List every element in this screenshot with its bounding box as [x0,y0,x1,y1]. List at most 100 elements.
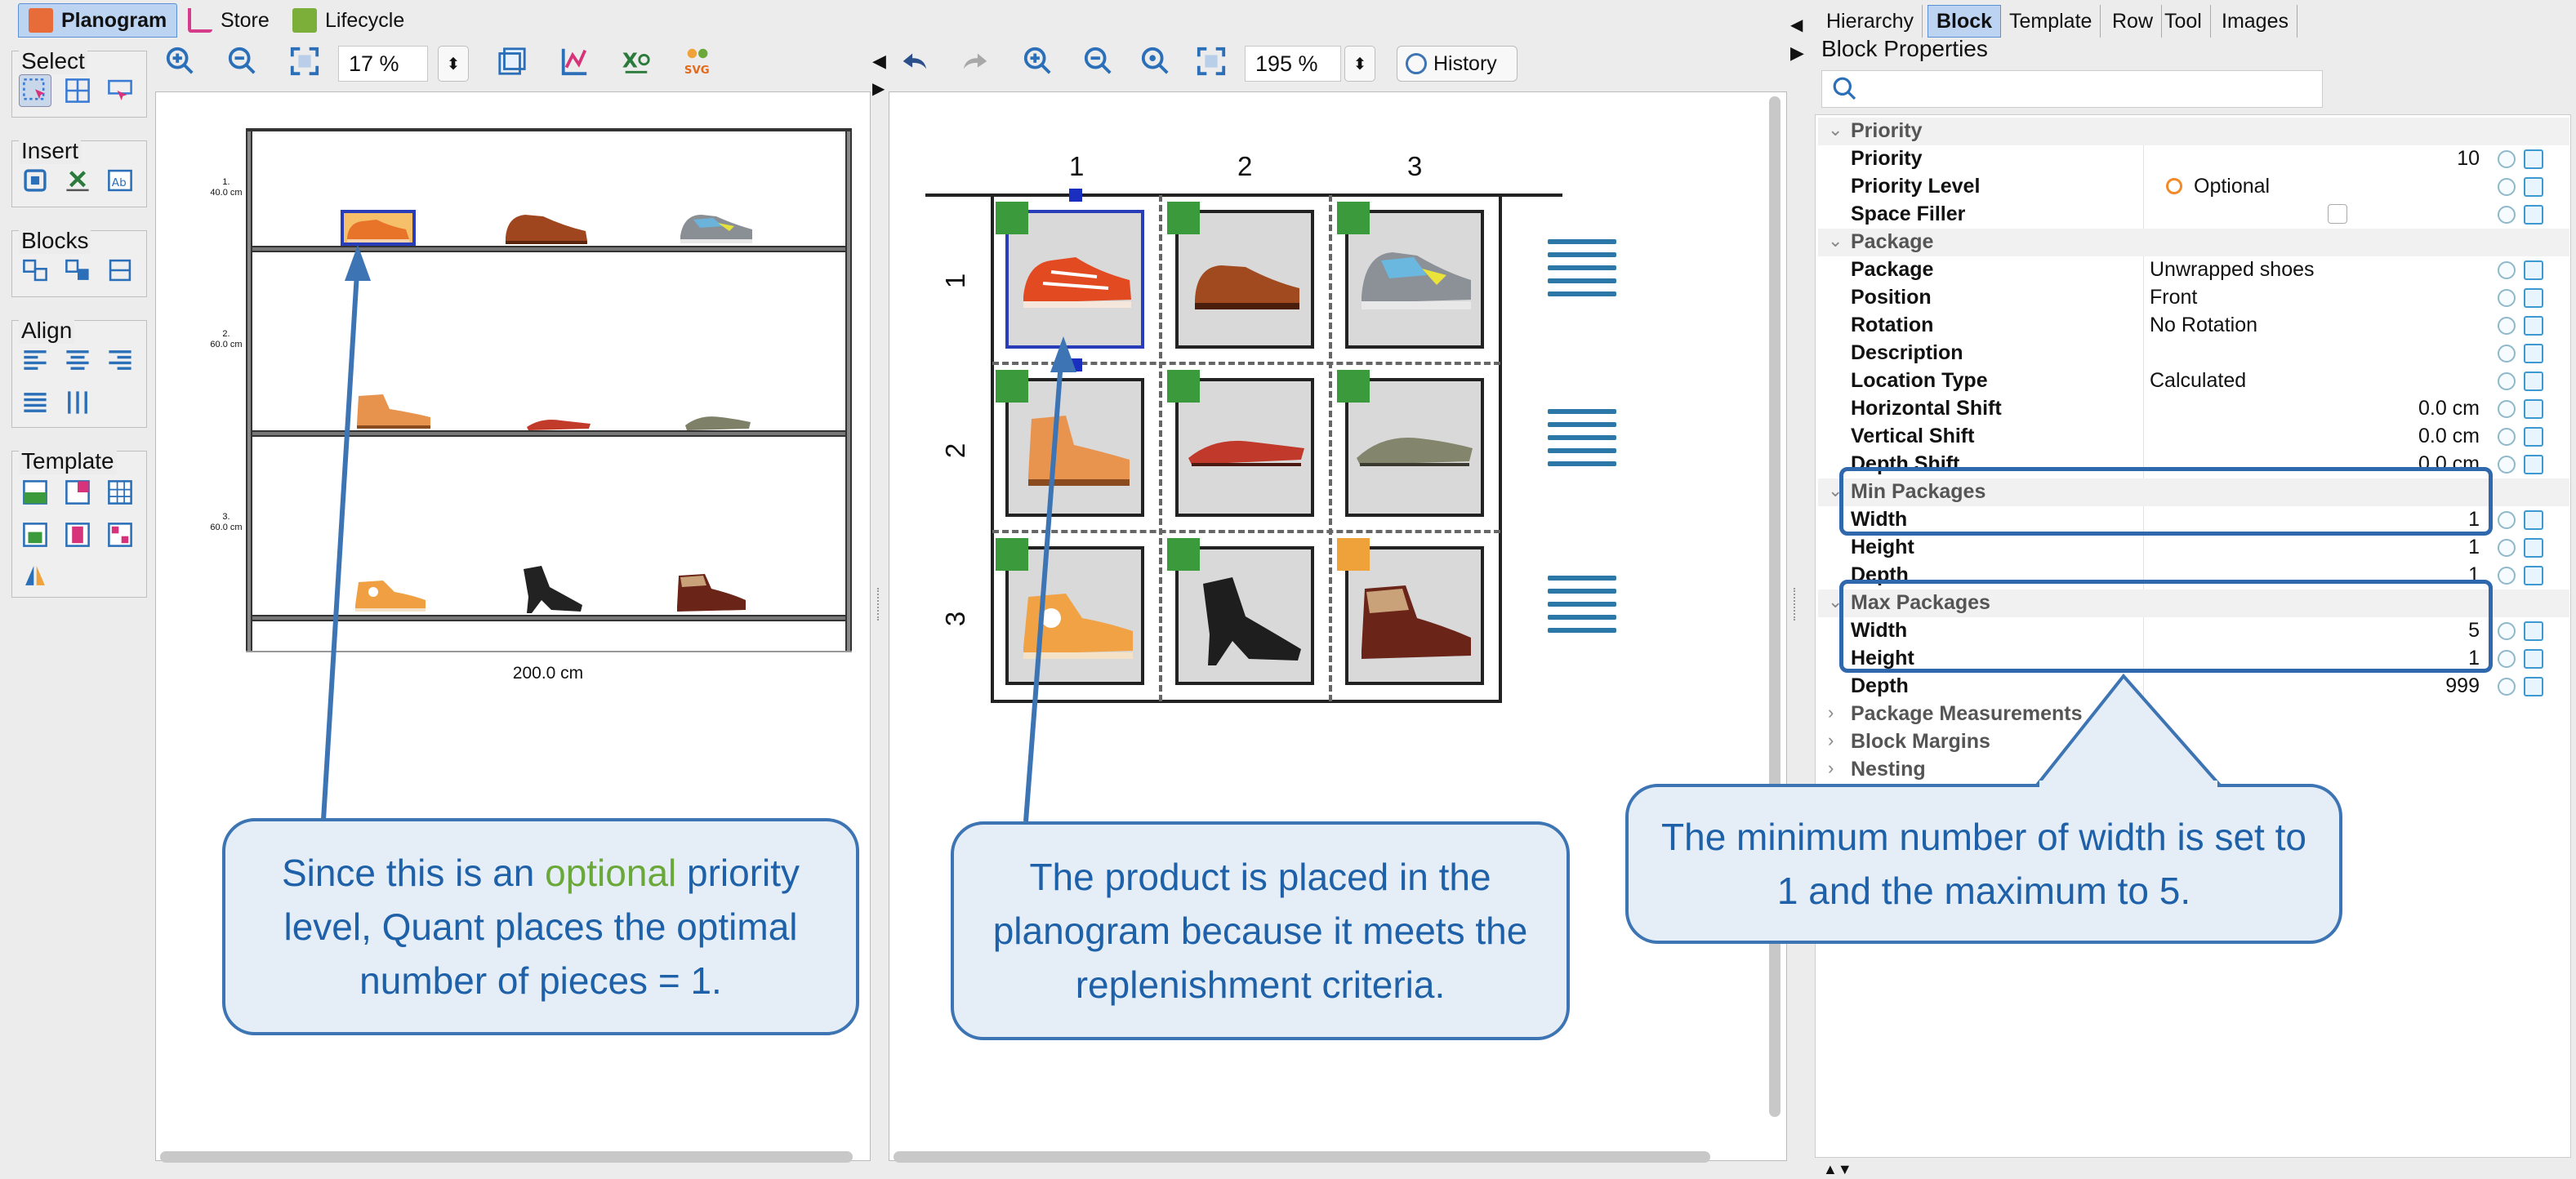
inherit-icon[interactable] [2524,621,2543,641]
tab-store[interactable]: Store [178,3,279,38]
prop-section[interactable]: ⌄Min Packages [1818,478,2569,506]
reset-icon[interactable] [2498,178,2516,196]
align-left-button[interactable] [19,344,51,376]
prop-value[interactable]: 0.0 cm [2418,452,2480,475]
reset-icon[interactable] [2498,317,2516,335]
select-block-button[interactable] [61,74,94,107]
prop-value[interactable]: Unwrapped shoes [2150,258,2315,281]
reset-icon[interactable] [2498,150,2516,168]
prop-value[interactable]: 0.0 cm [2418,397,2480,420]
export-svg-button[interactable]: SVG [680,42,717,80]
template-4-button[interactable] [19,518,51,551]
inherit-icon[interactable] [2524,677,2543,696]
inherit-icon[interactable] [2524,510,2543,530]
prop-row[interactable]: Description [1818,340,2569,367]
align-right-button[interactable] [104,344,136,376]
tab-block[interactable]: Block [1928,5,2002,38]
insert-text-button[interactable]: Ab [104,164,136,197]
reset-icon[interactable] [2498,567,2516,585]
reset-icon[interactable] [2498,650,2516,668]
inherit-icon[interactable] [2524,566,2543,585]
selection-handle-top[interactable] [1069,189,1082,202]
inherit-icon[interactable] [2524,399,2543,419]
block-split-button[interactable] [61,254,94,287]
collapse-right-arrow[interactable]: ▶ [1790,42,1804,63]
reset-icon[interactable] [2498,261,2516,279]
chevron-down-icon[interactable]: ⌄ [1828,230,1843,251]
reset-icon[interactable] [2498,511,2516,529]
template-1-button[interactable] [19,476,51,509]
prop-section[interactable]: ›Block Margins [1818,728,2569,756]
inherit-icon[interactable] [2524,316,2543,336]
prop-row[interactable]: Space Filler [1818,201,2569,229]
inherit-icon[interactable] [2524,538,2543,558]
inherit-icon[interactable] [2524,455,2543,474]
reset-icon[interactable] [2498,678,2516,696]
props-bottom-arrows[interactable]: ▲▼ [1823,1161,1852,1177]
prop-value[interactable]: 10 [2457,147,2480,170]
prop-section[interactable]: ⌄Max Packages [1818,590,2569,617]
prop-value[interactable]: No Rotation [2150,314,2258,336]
reset-icon[interactable] [2498,345,2516,363]
chevron-right-icon[interactable]: › [1828,730,1834,750]
redo-button[interactable] [957,42,995,80]
template-5-button[interactable] [61,518,94,551]
prop-value[interactable]: 0.0 cm [2418,425,2480,447]
collapse-left-arrow[interactable]: ◀ [872,51,886,71]
left-zoom-field[interactable]: 17 % [338,46,428,82]
side-arrow-b[interactable]: ▶ [872,80,885,98]
reset-icon[interactable] [2498,206,2516,224]
inherit-icon[interactable] [2524,205,2543,225]
side-arrow-a[interactable]: ◀ [1790,16,1803,34]
chart-view-button[interactable] [555,42,593,80]
mid-zoom-field[interactable]: 195 % [1245,46,1341,82]
reset-icon[interactable] [2498,372,2516,390]
inherit-icon[interactable] [2524,344,2543,363]
props-search-input[interactable] [1821,70,2323,108]
inherit-icon[interactable] [2524,427,2543,447]
block-add-button[interactable] [19,254,51,287]
tab-images[interactable]: Images [2213,5,2297,38]
reset-icon[interactable] [2498,400,2516,418]
inherit-icon[interactable] [2524,177,2543,197]
left-horizontal-scrollbar[interactable] [160,1151,853,1163]
mid-zoom-reset-button[interactable] [1137,42,1174,80]
copy-view-button[interactable] [493,42,531,80]
reset-icon[interactable] [2498,456,2516,474]
inherit-icon[interactable] [2524,649,2543,669]
prop-value[interactable]: 5 [2468,619,2480,642]
prop-value[interactable]: 1 [2468,536,2480,558]
inherit-icon[interactable] [2524,288,2543,308]
mid-fit-view-button[interactable] [1192,42,1230,80]
mid-horizontal-scrollbar[interactable] [894,1151,1710,1163]
mid-zoom-in-button[interactable] [1019,42,1057,80]
select-tool-button[interactable] [19,74,51,107]
chevron-right-icon[interactable]: › [1828,702,1834,723]
prop-value[interactable]: Calculated [2150,369,2247,392]
splitter-grip-2[interactable] [1794,588,1798,621]
space-filler-checkbox[interactable] [2328,204,2347,224]
block-merge-button[interactable] [104,254,136,287]
reset-icon[interactable] [2498,289,2516,307]
inherit-icon[interactable] [2524,260,2543,280]
distribute-button[interactable] [61,386,94,419]
chevron-down-icon[interactable]: ⌄ [1828,480,1843,501]
undo-button[interactable] [895,42,933,80]
mid-zoom-out-button[interactable] [1080,42,1117,80]
select-row-button[interactable] [104,74,136,107]
template-7-button[interactable] [19,559,51,592]
tab-hierarchy[interactable]: Hierarchy [1818,5,1923,38]
reset-icon[interactable] [2498,622,2516,640]
